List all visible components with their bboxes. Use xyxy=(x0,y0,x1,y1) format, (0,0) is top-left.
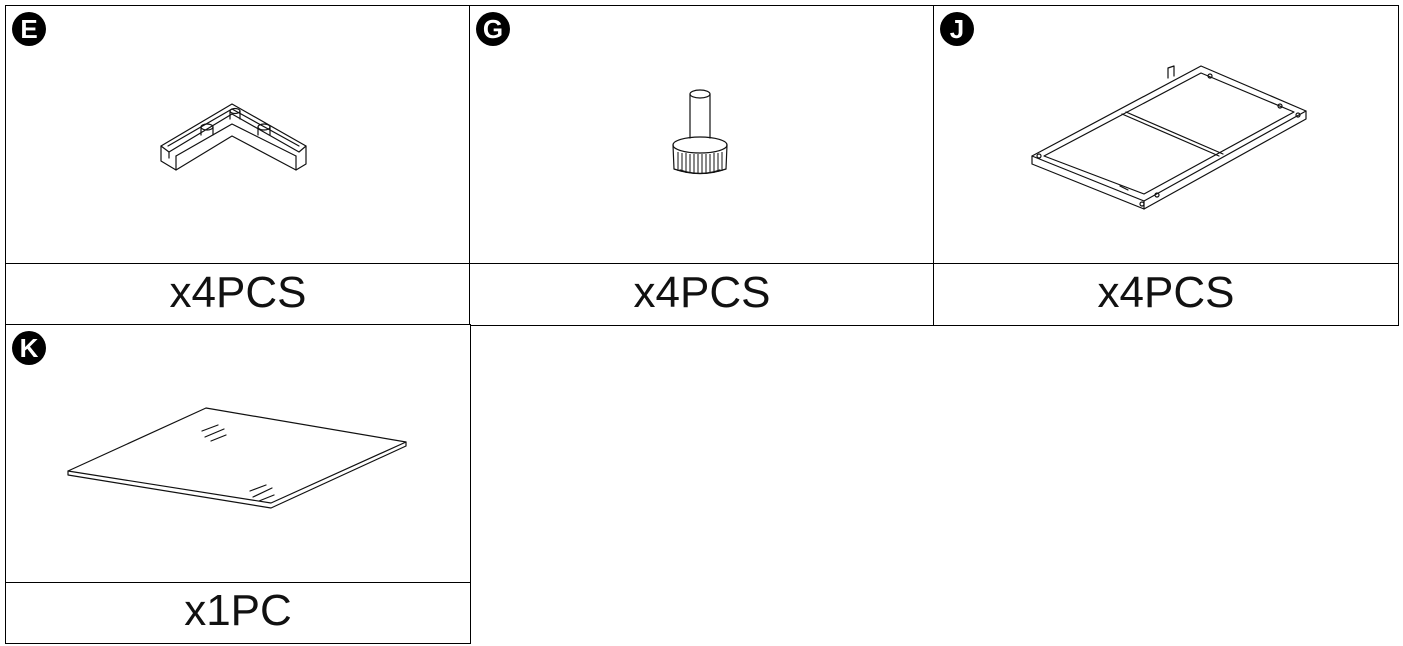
l-bracket-corner-foot-icon xyxy=(160,103,307,171)
part-letter-badge: J xyxy=(940,12,974,46)
part-image-area: J xyxy=(934,6,1398,264)
part-letter-badge: G xyxy=(476,12,510,46)
part-image-area: G xyxy=(470,6,934,264)
glass-sheet-icon xyxy=(67,407,407,509)
part-letter-badge: E xyxy=(12,12,46,46)
rectangular-frame-panel-icon xyxy=(1031,65,1307,210)
part-quantity: x4PCS xyxy=(169,268,307,317)
adjustable-foot-screw-icon xyxy=(672,89,728,175)
part-quantity: x4PCS xyxy=(1097,268,1235,317)
part-quantity: x4PCS xyxy=(633,268,771,317)
part-card-j: J x4PCS xyxy=(933,5,1399,326)
part-image-area: E xyxy=(6,6,470,264)
part-card-g: G x4PCS xyxy=(469,5,935,326)
part-image-area: K xyxy=(6,325,470,583)
part-letter-badge: K xyxy=(12,331,46,365)
part-card-k: K x1PC xyxy=(5,324,471,644)
part-card-e: E x4PCS xyxy=(5,5,471,326)
part-quantity: x1PC xyxy=(184,586,292,635)
